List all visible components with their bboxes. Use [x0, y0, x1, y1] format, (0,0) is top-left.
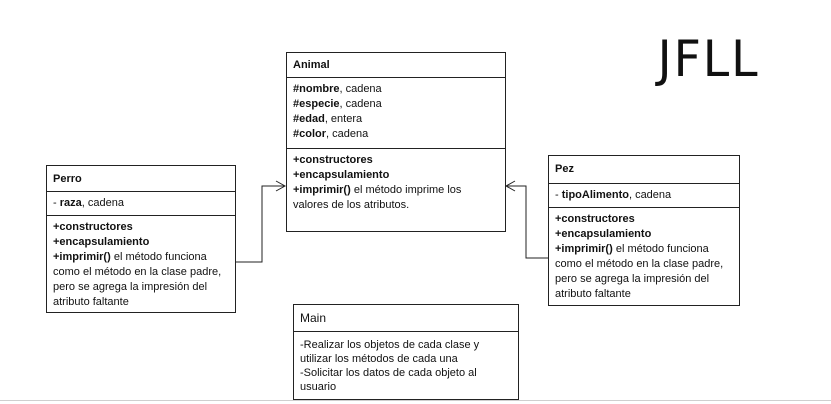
method-row: +encapsulamiento	[53, 236, 150, 248]
author-signature: JFLL	[657, 30, 760, 88]
class-perro: Perro - raza, cadena +constructores +enc…	[46, 165, 236, 313]
attribute-row: #especie, cadena	[293, 98, 382, 110]
main-box: Main -Realizar los objetos de cada clase…	[293, 304, 519, 400]
method-row: +encapsulamiento	[555, 228, 652, 240]
class-pez-methods: +constructores +encapsulamiento +imprimi…	[549, 207, 739, 305]
class-perro-methods: +constructores +encapsulamiento +imprimi…	[47, 215, 235, 313]
pez-inheritance-line	[507, 185, 548, 259]
main-note-line: -Realizar los objetos de cada clase y ut…	[300, 339, 480, 365]
main-box-title: Main	[300, 311, 327, 325]
attribute-row: - tipoAlimento, cadena	[555, 189, 672, 201]
method-row: +imprimir() el método imprime los valore…	[293, 184, 462, 211]
class-perro-name: Perro	[53, 173, 82, 185]
class-animal-methods: +constructores +encapsulamiento +imprimi…	[287, 148, 505, 216]
attribute-row: #nombre, cadena	[293, 83, 382, 95]
attribute-row: #color, cadena	[293, 128, 369, 140]
main-note-line: -Solicitar los datos de cada objeto al u…	[300, 367, 477, 393]
class-animal-name: Animal	[293, 59, 330, 71]
pez-inheritance-arrowhead	[504, 180, 516, 192]
method-row: +imprimir() el método funciona como el m…	[53, 251, 222, 308]
perro-inheritance-line	[236, 185, 284, 263]
class-perro-attributes: - raza, cadena	[47, 191, 235, 215]
attribute-row: #edad, entera	[293, 113, 363, 125]
bottom-divider	[0, 400, 831, 401]
method-row: +imprimir() el método funciona como el m…	[555, 243, 724, 300]
method-row: +encapsulamiento	[293, 169, 390, 181]
method-row: +constructores	[53, 221, 133, 233]
main-box-notes: -Realizar los objetos de cada clase y ut…	[294, 331, 518, 397]
class-pez: Pez - tipoAlimento, cadena +constructore…	[548, 155, 740, 306]
class-animal-attributes: #nombre, cadena #especie, cadena #edad, …	[287, 77, 505, 148]
attribute-row: - raza, cadena	[53, 197, 124, 209]
perro-inheritance-arrowhead	[275, 180, 287, 192]
method-row: +constructores	[293, 154, 373, 166]
class-pez-name: Pez	[555, 163, 574, 175]
class-pez-attributes: - tipoAlimento, cadena	[549, 183, 739, 207]
class-animal: Animal #nombre, cadena #especie, cadena …	[286, 52, 506, 232]
method-row: +constructores	[555, 213, 635, 225]
